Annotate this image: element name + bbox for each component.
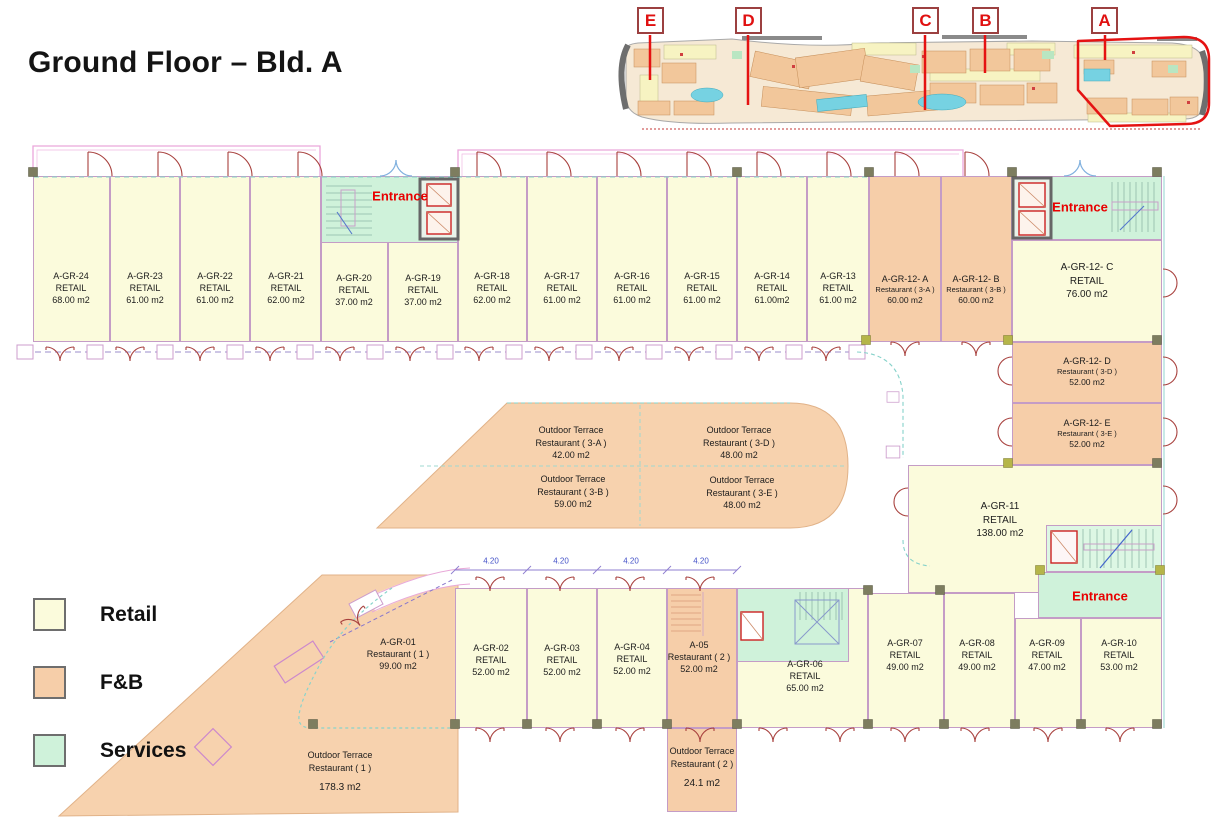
room-a-gr-23 <box>110 176 180 342</box>
room-a-gr-12d <box>1012 342 1162 403</box>
room-a-gr-07 <box>868 593 944 728</box>
room-a-gr-10 <box>1081 618 1162 728</box>
legend-swatch-fnb <box>33 666 66 699</box>
map-marker-b: B <box>972 7 999 34</box>
map-marker-a: A <box>1091 7 1118 34</box>
room-a-gr-12b <box>941 176 1012 342</box>
page-title: Ground Floor – Bld. A <box>28 46 343 79</box>
entrance-block-3 <box>1038 572 1162 618</box>
room-a-gr-16 <box>597 176 667 342</box>
room-a-gr-21 <box>250 176 321 342</box>
room-a-gr-12e <box>1012 403 1162 465</box>
room-a-gr-15 <box>667 176 737 342</box>
services-block-mid <box>737 588 849 662</box>
dimension-label: 4.20 <box>623 556 639 566</box>
room-a-gr-04 <box>597 588 667 728</box>
legend-label-fnb: F&B <box>100 671 144 694</box>
room-a-gr-02 <box>455 588 527 728</box>
entrance-label-1: Entrance <box>372 188 428 204</box>
room-a-gr-13 <box>807 176 869 342</box>
room-a-gr-08 <box>944 593 1015 728</box>
legend-label-retail: Retail <box>100 603 158 626</box>
legend-label-services: Services <box>100 739 187 762</box>
entrance-block-1 <box>321 176 458 243</box>
building-a-highlight-outline <box>1076 35 1211 128</box>
entrance-label-2: Entrance <box>1052 199 1108 215</box>
room-a-gr-03 <box>527 588 597 728</box>
room-a-gr-19 <box>388 242 458 342</box>
map-marker-c: C <box>912 7 939 34</box>
room-a-gr-14 <box>737 176 807 342</box>
room-a-gr-12a <box>869 176 941 342</box>
room-a-gr-17 <box>527 176 597 342</box>
dimension-label: 4.20 <box>693 556 709 566</box>
room-a-gr-20 <box>321 242 388 342</box>
map-marker-d: D <box>735 7 762 34</box>
outdoor-terrace-3-shape <box>375 402 849 529</box>
dimension-label: 4.20 <box>553 556 569 566</box>
entrance-block-3-stairs <box>1046 525 1162 572</box>
legend-swatch-retail <box>33 598 66 631</box>
room-a-gr-18 <box>458 176 527 342</box>
dimension-label: 4.20 <box>483 556 499 566</box>
legend-swatch-services <box>33 734 66 767</box>
map-marker-e: E <box>637 7 664 34</box>
room-a-gr-24 <box>33 176 110 342</box>
entrance-label-3: Entrance <box>1072 588 1128 604</box>
site-overview-map: E D C B A <box>612 5 1215 135</box>
room-a-gr-22 <box>180 176 250 342</box>
site-overview-art <box>618 35 1211 130</box>
room-a-gr-12c <box>1012 240 1162 342</box>
